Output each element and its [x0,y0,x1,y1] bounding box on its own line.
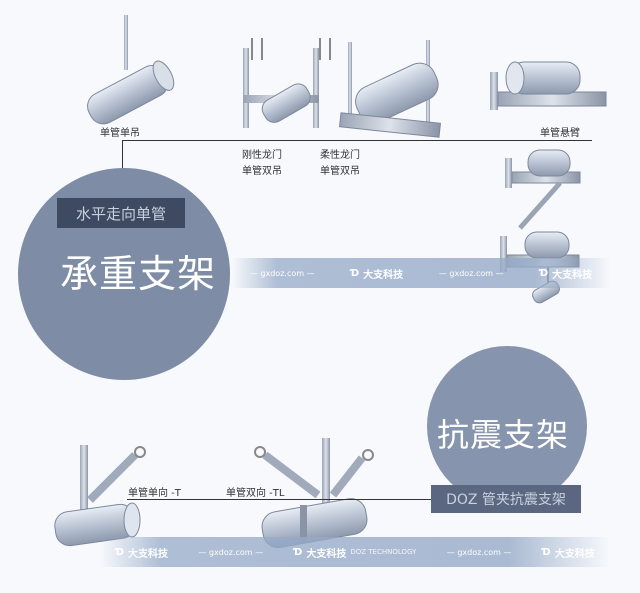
seismic-double-direction-illustration [254,438,374,549]
flexible-gantry-illustration [338,40,442,138]
watermark-site: — gxdoz.com — [249,268,315,278]
watermark-site: — gxdoz.com — [446,547,512,557]
label-rigid-gantry-line1: 刚性龙门 [242,150,282,161]
label-flexible-gantry-line2: 单管双吊 [320,166,360,177]
category-title-seismic: 抗震支架 [437,416,570,454]
subcategory-label-horizontal-single-pipe: 水平走向单管 [57,198,185,228]
label-flexible-gantry-line1: 柔性龙门 [320,150,360,161]
logo-icon: Ɗ [541,546,551,558]
seismic-single-direction-illustration [54,445,146,547]
category-title-load-bearing: 承重支架 [60,252,217,296]
cantilever-brace-illustration [505,149,581,230]
label-single-pipe-single-direction: 单管单向 -T [128,488,181,499]
label-single-pipe-single-hanger: 单管单吊 [100,128,140,139]
watermark-site: — gxdoz.com — [438,268,504,278]
single-pipe-cantilever-illustration [490,61,607,110]
label-single-pipe-cantilever: 单管悬臂 [540,128,580,139]
label-single-pipe-double-direction: 单管双向 -TL [226,488,285,499]
rigid-gantry-illustration [243,38,331,128]
seismic-circle [427,346,587,506]
logo-icon: Ɗ [350,267,360,279]
logo-icon: Ɗ [293,546,303,558]
subcategory-label-doz-clamp-seismic: DOZ 管夹抗震支架 [431,485,581,513]
single-pipe-single-hanger-illustration [87,15,175,125]
label-rigid-gantry-line2: 单管双吊 [242,166,282,177]
logo-icon: Ɗ [115,546,124,558]
watermark-site: — gxdoz.com — [198,547,264,557]
logo-icon: Ɗ [539,267,549,279]
